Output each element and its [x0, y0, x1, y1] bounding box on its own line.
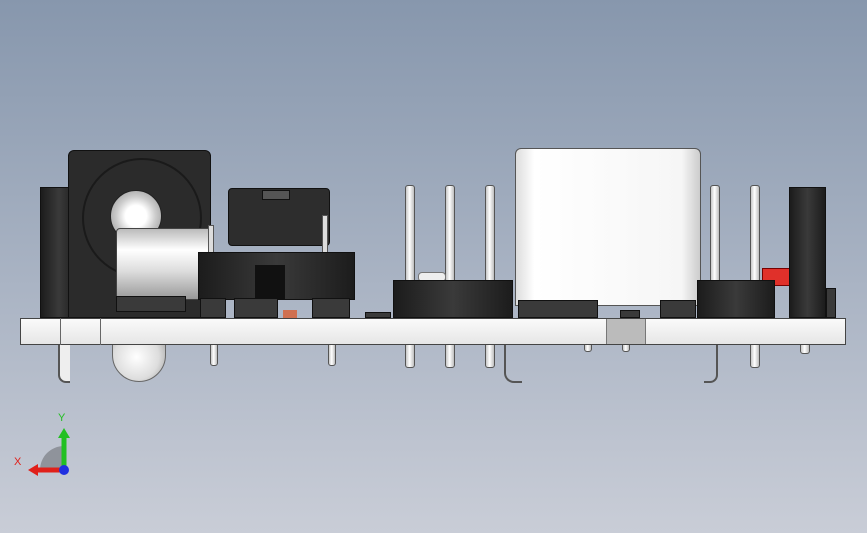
smd-part	[826, 288, 836, 318]
lead-bent	[504, 343, 522, 383]
header-pin	[445, 185, 455, 283]
smd-resistor	[283, 310, 297, 318]
header-pin-below	[750, 344, 760, 368]
smd-part	[234, 298, 278, 318]
header-pin	[750, 185, 760, 283]
right-connector	[789, 187, 826, 318]
pcb-board[interactable]	[20, 318, 846, 345]
board-divider	[100, 318, 101, 345]
pin-below	[800, 344, 810, 354]
switch-leg	[322, 215, 328, 255]
lead-bent	[704, 343, 718, 383]
header-pin-below	[485, 344, 495, 368]
header-pin-below	[445, 344, 455, 368]
module-base	[518, 300, 598, 318]
pin-header-block	[393, 280, 513, 318]
led-dome	[112, 340, 166, 382]
switch-leg	[208, 225, 214, 255]
smd-part	[620, 310, 640, 318]
switch-lever	[262, 190, 290, 200]
board-divider	[60, 318, 61, 345]
shielded-module	[515, 148, 701, 306]
smd-part	[200, 298, 226, 318]
smd-part	[312, 298, 350, 318]
pin-below	[210, 344, 218, 366]
smd-part	[660, 300, 696, 318]
board-cutout	[606, 319, 646, 344]
header-pin	[405, 185, 415, 283]
pin-below	[328, 344, 336, 366]
regulator-tab	[255, 265, 285, 300]
switch-body	[228, 188, 330, 246]
capacitor-base	[116, 296, 186, 312]
axis-triad[interactable]: Y X	[14, 410, 74, 478]
lead-left	[58, 343, 70, 383]
x-axis-label: X	[14, 456, 22, 468]
pin-below	[584, 344, 592, 352]
z-axis-dot	[59, 465, 69, 475]
smd-part	[365, 312, 391, 318]
header-pin-below	[405, 344, 415, 368]
header-pin	[710, 185, 720, 283]
y-axis-label: Y	[58, 412, 66, 424]
header-pin	[485, 185, 495, 283]
pin-below	[622, 344, 630, 352]
triad-graphic	[28, 428, 70, 476]
pin-header-block-right	[697, 280, 775, 318]
